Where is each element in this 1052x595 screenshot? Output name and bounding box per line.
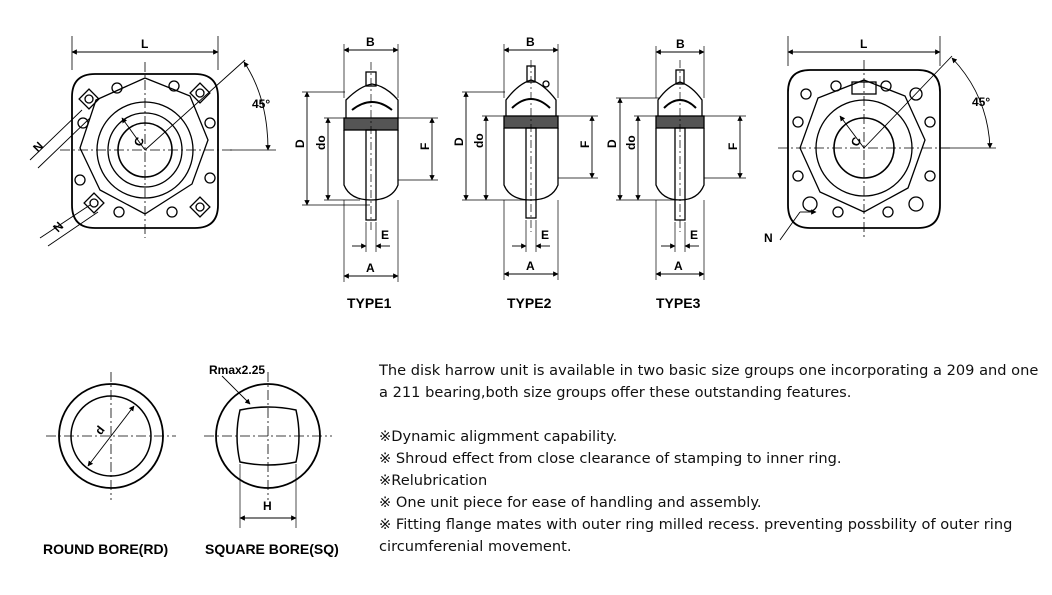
dim-B-type1: B: [366, 35, 375, 49]
dim-B-type3: B: [676, 37, 685, 51]
dim-do-type2: do: [472, 133, 486, 148]
feature-item: ※Dynamic aligmment capability.: [379, 428, 618, 445]
dim-E-type2: E: [541, 228, 549, 242]
dim-N-left-top: N: [30, 139, 46, 155]
feature-item: ※Relubrication: [379, 472, 488, 489]
dim-A-type3: A: [674, 259, 683, 273]
dim-N-left-bottom: N: [50, 219, 66, 235]
caption-round-bore: ROUND BORE(RD): [43, 541, 168, 557]
dim-E-type1: E: [381, 228, 389, 242]
type2-side-view: [462, 44, 598, 280]
dim-H-square-bore: H: [263, 499, 272, 513]
dim-d-round-bore: d: [92, 423, 108, 437]
flange-front-view-left: [29, 36, 276, 247]
dim-do-type1: do: [314, 135, 328, 150]
dim-F-type3: F: [726, 143, 740, 150]
dim-E-type3: E: [690, 228, 698, 242]
dim-A-type2: A: [526, 259, 535, 273]
flange-front-view-right: [778, 36, 996, 241]
dim-F-type1: F: [418, 143, 432, 150]
feature-item: ※ Fitting flange mates with outer ring m…: [379, 516, 1013, 555]
caption-square-bore: SQUARE BORE(SQ): [205, 541, 339, 557]
dim-B-type2: B: [526, 35, 535, 49]
dim-F-type2: F: [578, 141, 592, 148]
caption-type2: TYPE2: [507, 295, 552, 311]
caption-type3: TYPE3: [656, 295, 701, 311]
type3-side-view: [616, 46, 746, 280]
angle-45-right: 45°: [972, 95, 990, 109]
type1-side-view: [302, 44, 438, 282]
dim-A-type1: A: [366, 261, 375, 275]
caption-type1: TYPE1: [347, 295, 392, 311]
dim-L-left: L: [141, 37, 148, 51]
dim-rmax: Rmax2.25: [209, 363, 265, 377]
dim-D-type3: D: [605, 139, 619, 148]
dim-D-type1: D: [293, 139, 307, 148]
square-bore-view: [204, 372, 332, 528]
feature-item: ※ One unit piece for ease of handling an…: [379, 494, 762, 511]
feature-item: ※ Shroud effect from close clearance of …: [379, 450, 842, 467]
dim-do-type3: do: [624, 135, 638, 150]
round-bore-view: [46, 372, 176, 500]
description-text: The disk harrow unit is available in two…: [379, 360, 1044, 558]
dim-N-right: N: [764, 231, 773, 245]
dim-D-type2: D: [452, 137, 466, 146]
dim-L-right: L: [860, 37, 867, 51]
description-intro: The disk harrow unit is available in two…: [379, 362, 1039, 401]
angle-45-left: 45°: [252, 97, 270, 111]
